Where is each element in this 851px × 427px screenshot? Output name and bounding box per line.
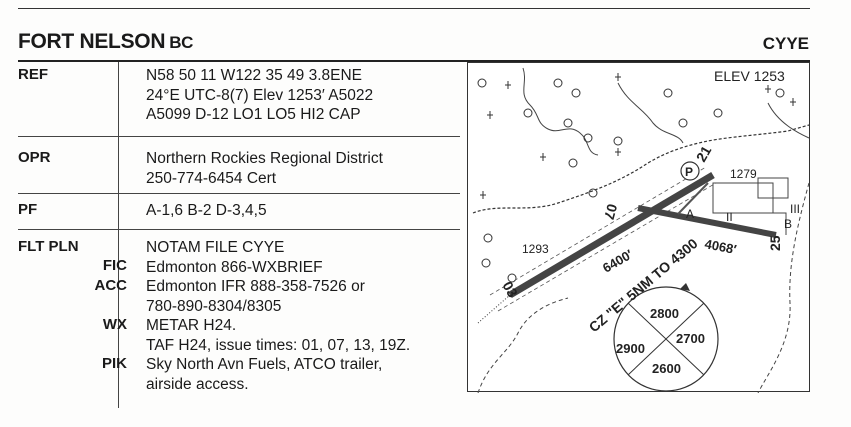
taxiway-label-a: A [686, 207, 694, 221]
airport-identifier: CYYE [762, 34, 809, 53]
terrain-line [617, 82, 684, 144]
header-rule [18, 60, 810, 62]
main-runway-length: 6400′ [600, 247, 635, 276]
acc-line: Edmonton IFR 888-358-7526 or [146, 278, 365, 295]
ref-line: 24°E UTC-8(7) Elev 1253′ A5022 [146, 86, 374, 104]
spot-elevation: 1293 [522, 242, 549, 256]
river-line [522, 67, 599, 156]
ref-label: REF [18, 66, 48, 83]
fic-label: FIC [102, 257, 127, 274]
airport-diagram-svg: ELEV 1253 03 21 07 25 6400′ 4068′ 1293 1… [472, 67, 810, 393]
tree-line [472, 124, 810, 214]
pf-value: A-1,6 B-2 D-3,4,5 [146, 194, 460, 227]
lower-tree-line [477, 297, 569, 393]
pf-row: PF A-1,6 B-2 D-3,4,5 [18, 194, 460, 230]
apron-label-iii: III [790, 202, 800, 216]
runway-label-07: 07 [601, 202, 621, 221]
tree-symbols [477, 78, 785, 283]
apron-building [757, 177, 789, 199]
runway-label-25: 25 [767, 235, 783, 251]
cross-runway-length: 4068′ [703, 236, 737, 257]
pf-label: PF [18, 201, 38, 218]
sector-altitude-north: 2800 [650, 306, 679, 321]
pf-line: A-1,6 B-2 D-3,4,5 [146, 202, 267, 219]
marsh-symbols [480, 73, 796, 199]
runway-07-25 [637, 205, 777, 238]
ref-line: A5099 D-12 LO1 LO5 HI2 CAP [146, 106, 361, 123]
info-table: REF N58 50 11 W122 35 49 3.8ENE 24°E UTC… [18, 62, 460, 400]
ref-value: N58 50 11 W122 35 49 3.8ENE 24°E UTC-8(7… [146, 62, 460, 131]
wx-line: METAR H24. [146, 317, 237, 334]
taxiway-label-b: B [784, 217, 792, 231]
parking-label: P [685, 165, 693, 179]
acc-line: 780-890-8304/8305 [146, 297, 282, 315]
runway-label-21: 21 [693, 143, 715, 165]
top-rule [18, 8, 810, 9]
pik-label: PIK [101, 355, 127, 372]
place-name: FORT NELSON [18, 30, 166, 53]
parking-icon [680, 161, 700, 181]
north-arrow-icon [680, 283, 690, 291]
field-elevation: ELEV 1253 [714, 68, 785, 84]
flt-pln-value: NOTAM FILE CYYE Edmonton 866-WXBRIEF Edm… [146, 230, 460, 400]
column-divider [118, 62, 119, 408]
taxiway-a [677, 182, 709, 215]
sector-altitude-west: 2900 [616, 341, 645, 356]
province: BC [169, 33, 194, 52]
wx-label: WX [102, 316, 127, 333]
ref-row: REF N58 50 11 W122 35 49 3.8ENE 24°E UTC… [18, 62, 460, 137]
approach-lights [477, 294, 511, 324]
notam-line: NOTAM FILE CYYE [146, 239, 285, 256]
fic-line: Edmonton 866-WXBRIEF [146, 258, 323, 276]
spot-elevation: 1279 [730, 167, 757, 181]
flt-pln-label: FLT PLN [18, 238, 79, 255]
control-zone-circle [613, 286, 719, 392]
flt-pln-row: FLT PLN FIC ACC WX PIK NOTAM FILE CYYE E… [18, 230, 460, 400]
airport-diagram: ELEV 1253 03 21 07 25 6400′ 4068′ 1293 1… [467, 62, 810, 393]
sector-altitude-south: 2600 [652, 361, 681, 376]
runway-label-03: 03 [499, 279, 521, 301]
opr-line: 250-774-6454 Cert [146, 169, 277, 187]
ref-line: N58 50 11 W122 35 49 3.8ENE [146, 67, 362, 84]
acc-label: ACC [94, 277, 128, 294]
apron-label-ii: II [726, 210, 733, 224]
taxiway-b [773, 212, 787, 235]
pik-line: Sky North Avn Fuels, ATCO trailer, [146, 356, 383, 373]
sector-altitude-east: 2700 [676, 331, 705, 346]
runway-03-21-edge [489, 166, 707, 296]
opr-value: Northern Rockies Regional District 250-7… [146, 137, 460, 194]
runway-03-21 [508, 171, 715, 299]
opr-line: Northern Rockies Regional District [146, 150, 383, 167]
pik-line: airside access. [146, 375, 249, 393]
sector-divider [627, 302, 705, 376]
terrain-line [767, 102, 810, 139]
right-tree-line [757, 182, 810, 393]
runway-03-21-edge [497, 182, 717, 312]
control-zone-label: CZ "E" 5NM TO 4300 [586, 235, 701, 335]
opr-row: OPR Northern Rockies Regional District 2… [18, 137, 460, 194]
wx-line: TAF H24, issue times: 01, 07, 13, 19Z. [146, 336, 411, 354]
opr-label: OPR [18, 149, 51, 166]
